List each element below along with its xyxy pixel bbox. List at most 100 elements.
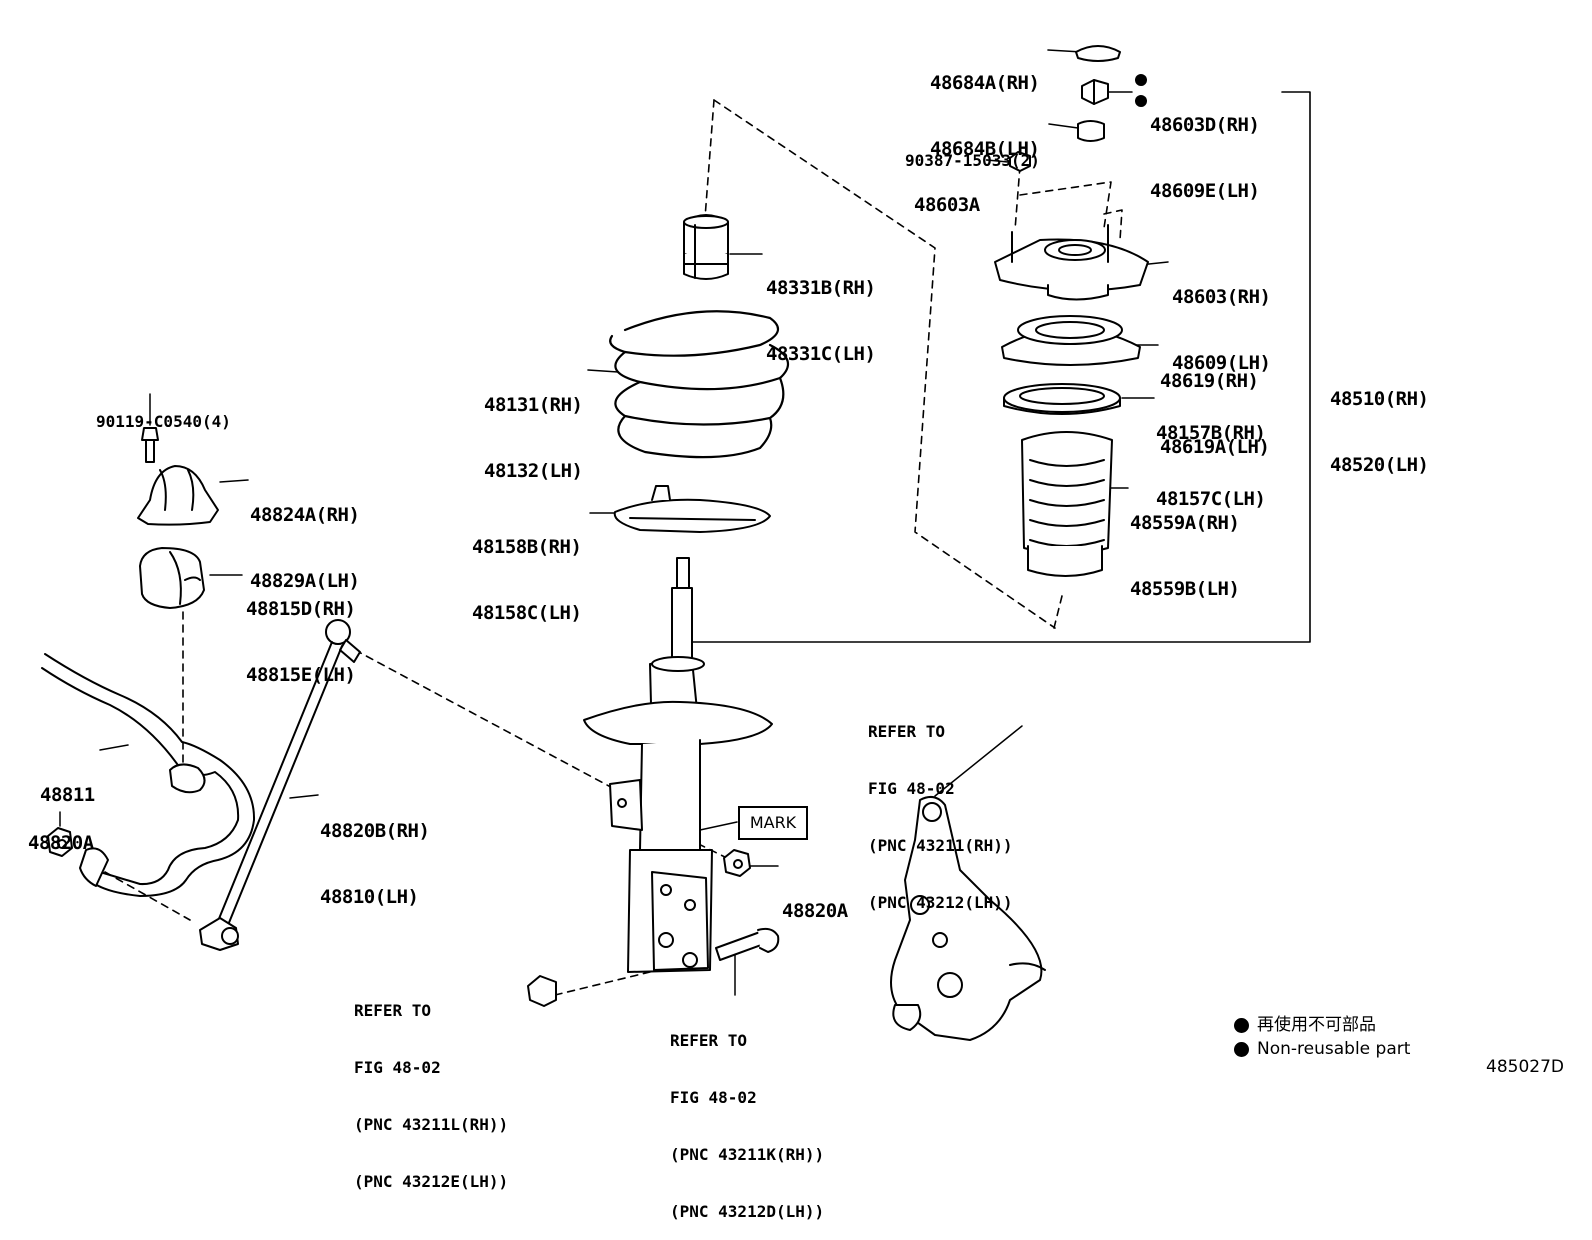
label-48131: 48131(RH) 48132(LH) xyxy=(484,350,583,504)
label-48158: 48158B(RH) 48158C(LH) xyxy=(472,492,582,646)
reference-note-bolt: REFER TO FIG 48-02 (PNC 43211K(RH)) (PNC… xyxy=(670,993,824,1240)
part-number-lh: 48158C(LH) xyxy=(472,602,582,624)
reference-line: REFER TO xyxy=(670,1031,748,1050)
part-number: 48811 xyxy=(40,784,95,806)
part-number-lh: 48619A(LH) xyxy=(1160,436,1270,458)
part-number-lh: 48810(LH) xyxy=(320,886,419,908)
stabilizer-bar-48811 xyxy=(41,653,256,897)
legend-row-japanese: 再使用不可部品 xyxy=(1234,1013,1410,1037)
bound-stopper-48331 xyxy=(683,214,729,280)
bushing-48815 xyxy=(139,547,205,609)
label-48684: 48684A(RH) 48684B(LH) xyxy=(930,28,1040,182)
part-number-rh: 48603(RH) xyxy=(1172,286,1271,308)
label-48619: 48619(RH) 48619A(LH) xyxy=(1160,326,1270,480)
part-number-lh: 48609E(LH) xyxy=(1150,180,1260,202)
part-number-lh: 48559B(LH) xyxy=(1130,578,1240,600)
reference-line: (PNC 43211L(RH)) xyxy=(354,1115,509,1134)
dust-boot-48559 xyxy=(1021,431,1113,577)
part-number-rh: 48603D(RH) xyxy=(1150,114,1260,136)
part-number: 90119-C0540(4) xyxy=(96,412,231,431)
label-48824: 48824A(RH) 48829A(LH) xyxy=(250,460,360,614)
reference-line: REFER TO xyxy=(354,1001,432,1020)
part-number-lh: 48684B(LH) xyxy=(930,138,1040,160)
part-number-rh: 48820B(RH) xyxy=(320,820,430,842)
parts-diagram-drawing xyxy=(41,45,1311,1041)
stabilizer-link-48820b xyxy=(199,619,361,951)
collar-90387 xyxy=(1077,120,1105,142)
part-number-lh: 48815E(LH) xyxy=(246,664,356,686)
part-number: 48603A xyxy=(914,194,980,216)
mark-label-box: MARK xyxy=(738,806,808,840)
label-48820a-left: 48820A xyxy=(28,788,94,876)
reference-line: FIG 48-02 xyxy=(354,1058,441,1077)
figure-id: 485027D xyxy=(1486,1057,1564,1077)
bearing-48619 xyxy=(1001,315,1141,366)
bracket-48824 xyxy=(137,465,219,526)
label-48510: 48510(RH) 48520(LH) xyxy=(1330,344,1429,498)
nut-strut-lower xyxy=(527,975,557,1007)
part-number-rh: 48684A(RH) xyxy=(930,72,1040,94)
label-48815: 48815D(RH) 48815E(LH) xyxy=(246,554,356,708)
legend: 再使用不可部品 Non-reusable part xyxy=(1234,1013,1410,1061)
part-number-lh: 48520(LH) xyxy=(1330,454,1429,476)
part-number-rh: 48824A(RH) xyxy=(250,504,360,526)
cap-48684 xyxy=(1075,45,1121,62)
part-number-rh: 48131(RH) xyxy=(484,394,583,416)
label-48603: 48603(RH) 48609(LH) xyxy=(1172,242,1271,396)
part-number-rh: 48331B(RH) xyxy=(766,277,876,299)
spring-seat-48158 xyxy=(613,485,771,533)
strut-mount-48603 xyxy=(994,224,1149,301)
part-number-rh: 48157B(RH) xyxy=(1156,422,1266,444)
reference-line: (PNC 43211K(RH)) xyxy=(670,1145,825,1164)
legend-row-english: Non-reusable part xyxy=(1234,1037,1410,1061)
reference-line: FIG 48-02 xyxy=(670,1088,757,1107)
part-number: 48820A xyxy=(782,900,848,922)
label-90387: 90387-15033(2) xyxy=(905,113,1040,189)
shock-absorber-48510 xyxy=(583,557,773,973)
part-number-rh: 48158B(RH) xyxy=(472,536,582,558)
nut-48603d xyxy=(1081,79,1109,105)
part-number-lh: 48132(LH) xyxy=(484,460,583,482)
part-number: 48820A xyxy=(28,832,94,854)
nut-48603a xyxy=(1009,151,1031,172)
label-90119: 90119-C0540(4) xyxy=(96,374,231,450)
label-48811: 48811 xyxy=(40,740,95,828)
part-number-lh: 48829A(LH) xyxy=(250,570,360,592)
part-number-rh: 48559A(RH) xyxy=(1130,512,1240,534)
reference-line: (PNC 43212(LH)) xyxy=(868,893,1013,912)
label-48559: 48559A(RH) 48559B(LH) xyxy=(1130,468,1240,622)
part-number-rh: 48619(RH) xyxy=(1160,370,1259,392)
part-number: 90387-15033(2) xyxy=(905,151,1040,170)
label-48603a: 48603A xyxy=(914,150,980,238)
reference-line: FIG 48-02 xyxy=(868,779,955,798)
label-48603d: 48603D(RH) 48609E(LH) xyxy=(1150,70,1260,224)
bolt-strut-lower xyxy=(715,927,780,961)
label-48157: 48157B(RH) 48157C(LH) xyxy=(1156,378,1266,532)
part-number-lh: 48331C(LH) xyxy=(766,343,876,365)
bolt-90119 xyxy=(141,427,159,463)
legend-text-japanese: 再使用不可部品 xyxy=(1257,1015,1376,1035)
reference-line: REFER TO xyxy=(868,722,946,741)
part-number-lh: 48157C(LH) xyxy=(1156,488,1266,510)
non-reusable-dot-icon xyxy=(1234,1041,1249,1057)
insulator-48157 xyxy=(1003,383,1121,415)
coil-spring-48131 xyxy=(609,310,790,459)
steering-knuckle xyxy=(890,795,1046,1041)
nut-48820a-right xyxy=(723,849,751,877)
label-48820b: 48820B(RH) 48810(LH) xyxy=(320,776,430,930)
reference-line: (PNC 43212D(LH)) xyxy=(670,1202,825,1221)
part-number-lh: 48609(LH) xyxy=(1172,352,1271,374)
reference-line: (PNC 43212E(LH)) xyxy=(354,1172,509,1191)
reference-note-nut: REFER TO FIG 48-02 (PNC 43211L(RH)) (PNC… xyxy=(354,963,508,1210)
label-48331: 48331B(RH) 48331C(LH) xyxy=(766,233,876,387)
non-reusable-markers xyxy=(1135,74,1147,107)
reference-line: (PNC 43211(RH)) xyxy=(868,836,1013,855)
assembly-bracket-line xyxy=(689,91,1311,643)
non-reusable-dot-icon xyxy=(1234,1017,1249,1033)
label-48820a-right: 48820A xyxy=(782,856,848,944)
part-number-rh: 48815D(RH) xyxy=(246,598,356,620)
legend-text-english: Non-reusable part xyxy=(1257,1039,1411,1059)
nut-48820a-left xyxy=(47,827,73,857)
part-number-rh: 48510(RH) xyxy=(1330,388,1429,410)
reference-note-knuckle: REFER TO FIG 48-02 (PNC 43211(RH)) (PNC … xyxy=(868,684,1013,931)
